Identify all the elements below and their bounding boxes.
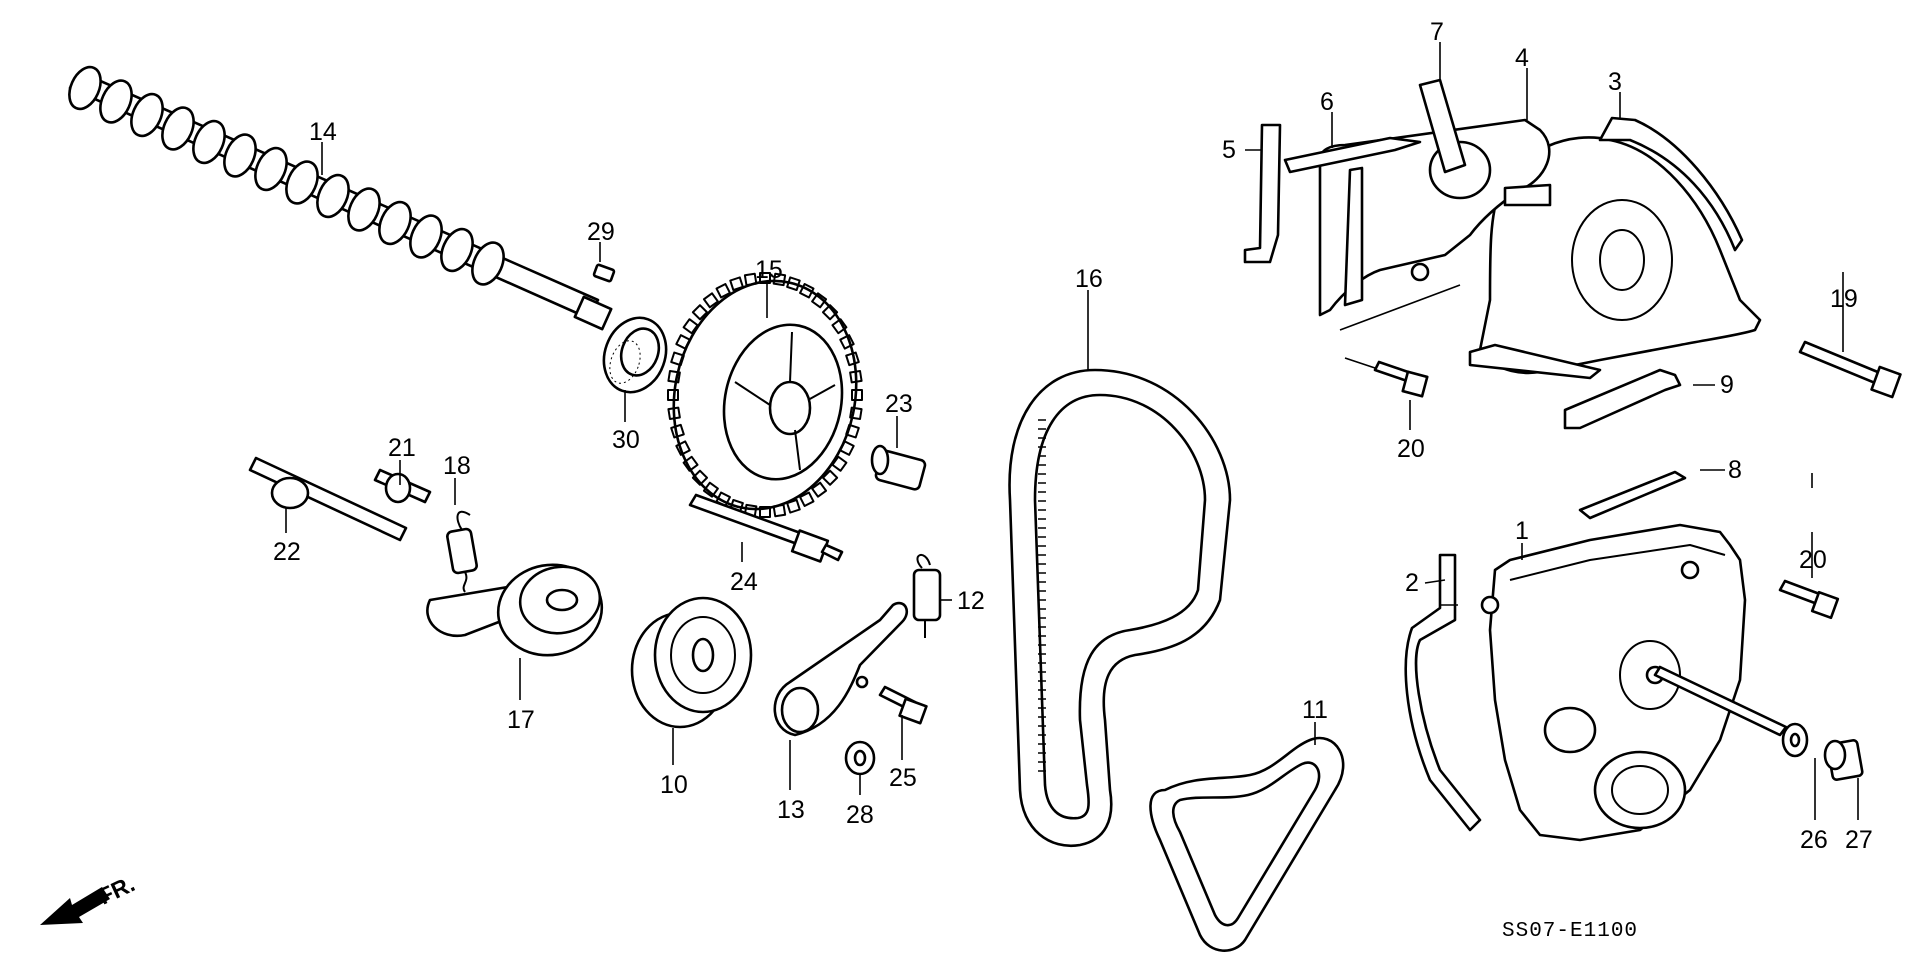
callout-2: 2 [1405,569,1419,597]
callout-23: 25 [889,764,917,792]
tensioner-spring-12[interactable] [912,554,942,638]
callout-15: 15 [755,256,783,284]
adjusting-stud[interactable] [688,493,844,563]
tensioner-bolt[interactable] [373,468,432,504]
cover-seal-6[interactable] [1283,136,1422,307]
timing-belt-tensioner[interactable] [426,557,609,664]
arrow-icon [40,887,110,925]
callout-29: 29 [587,218,615,246]
callout-26: 27 [1845,826,1873,854]
nut-26[interactable] [1823,739,1864,781]
camshaft-pulley[interactable] [653,264,877,526]
callout-14: 14 [309,118,337,146]
callout-labels: 14 29 15 30 23 24 21 18 22 17 10 12 13 2… [273,18,1873,854]
tensioner-arm[interactable] [773,601,909,737]
arm-bolt[interactable] [878,685,928,725]
leader-lines [285,42,1859,820]
tensioner-spring-18[interactable] [446,510,478,593]
figure-code: SS07-E1100 [1502,920,1638,943]
callout-20-upper: 20 [1397,435,1425,463]
callout-10: 10 [660,771,688,799]
timing-belt-lower-cover[interactable] [1480,523,1747,842]
cover-seal-5[interactable] [1243,123,1282,264]
callout-7: 7 [1430,18,1444,46]
cover-seal-9[interactable] [1563,368,1682,430]
callout-9: 9 [1720,371,1734,399]
callout-21: 21 [388,434,416,462]
crank-shaft-stud[interactable] [1653,665,1788,737]
callout-19: 19 [1830,285,1858,313]
callout-18: 18 [443,452,471,480]
cover-bolt-20-lower[interactable] [1778,579,1840,620]
callout-27: 26 [1800,826,1828,854]
callout-17: 17 [507,706,535,734]
balancer-belt[interactable] [1149,736,1345,952]
callout-13: 13 [777,796,805,824]
callout-4: 4 [1515,44,1529,72]
washer-27[interactable] [1781,722,1809,758]
callout-16: 16 [1075,265,1103,293]
woodruff-key[interactable] [592,263,616,283]
callout-12: 12 [957,587,985,615]
washer[interactable] [844,740,876,776]
front-direction-arrow: FR. [40,870,139,925]
callout-30: 30 [612,426,640,454]
callout-8: 8 [1728,456,1742,484]
callout-5: 5 [1222,136,1236,164]
callout-25: 24 [730,568,758,596]
cover-bolt-19[interactable] [1798,340,1902,399]
camshaft[interactable] [63,62,613,331]
cover-seal-8[interactable] [1578,470,1687,520]
callout-28: 28 [846,801,874,829]
callout-20-lower: 20 [1799,546,1827,574]
idler-pulley[interactable] [630,596,753,729]
pulley-bolt[interactable] [870,444,927,491]
callout-11: 11 [1302,696,1328,724]
cover-bolt-20-upper[interactable] [1373,360,1429,398]
callout-6: 6 [1320,88,1334,116]
camshaft-oil-seal[interactable] [594,309,676,401]
cover-seal-2[interactable] [1404,553,1482,832]
callout-1: 1 [1515,517,1529,545]
timing-belt[interactable] [1008,368,1232,848]
cover-seal-7[interactable] [1418,78,1467,174]
callout-24: 23 [885,390,913,418]
callout-3: 3 [1608,68,1622,96]
callout-22: 22 [273,538,301,566]
tensioner-stud[interactable] [248,456,408,542]
